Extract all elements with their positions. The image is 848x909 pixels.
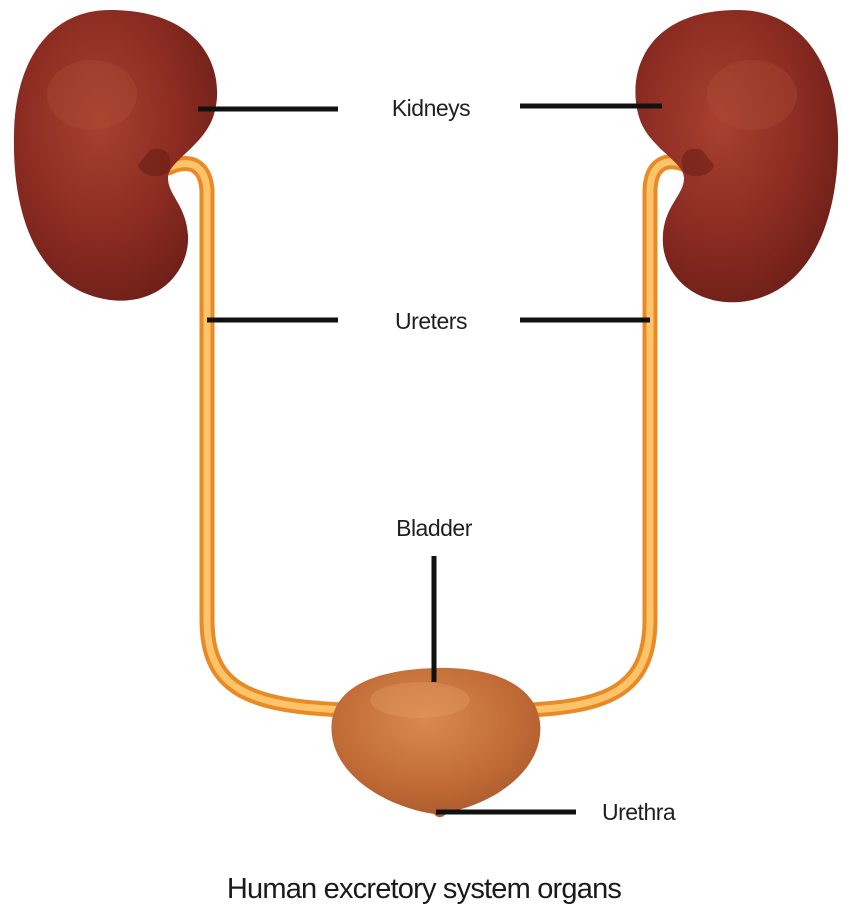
ureter-left: [168, 164, 345, 710]
kidneys-label: Kidneys: [392, 95, 470, 121]
diagram-caption: Human excretory system organs: [227, 873, 622, 905]
kidney-left: [14, 10, 217, 301]
urethra-label: Urethra: [602, 799, 676, 825]
bladder-label: Bladder: [396, 515, 473, 541]
bladder: [331, 668, 540, 817]
ureters-label: Ureters: [395, 308, 467, 334]
